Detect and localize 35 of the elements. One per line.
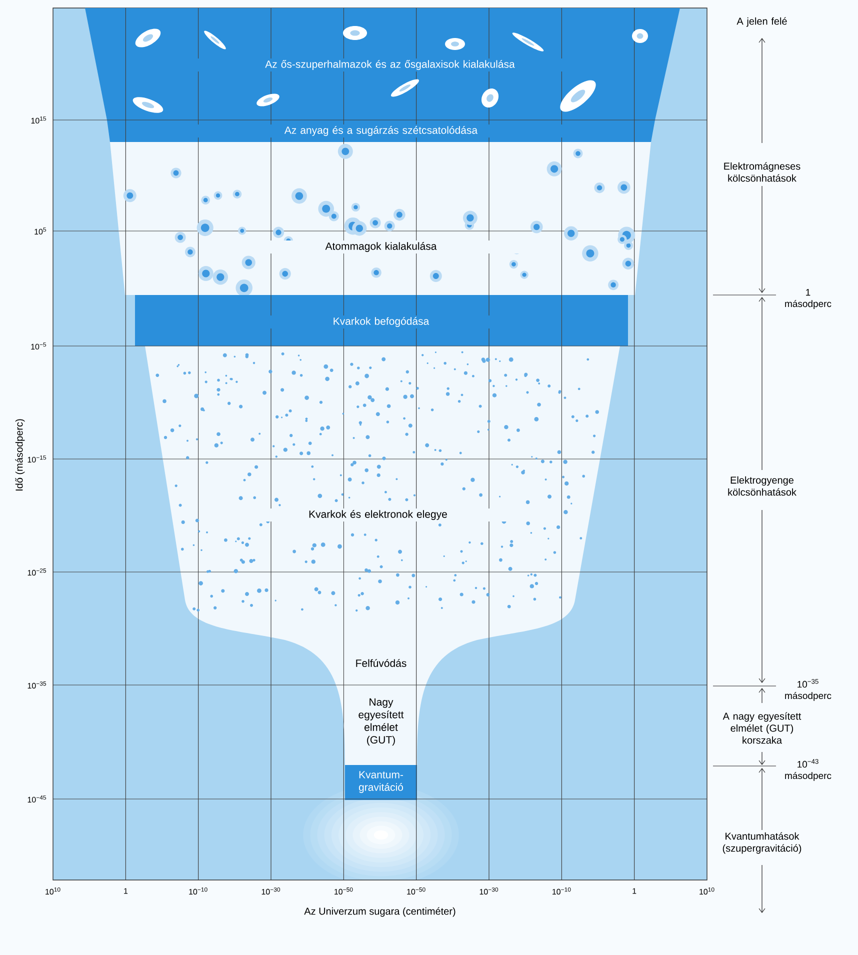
era-region: Atommagok kialakulása	[110, 142, 651, 296]
axis-tick-label: 10$^{−30}$	[480, 887, 498, 895]
axis-title: Az Univerzum sugara (centiméter)	[304, 907, 456, 917]
axis-tick-label: 10$^{−50}$	[407, 887, 426, 895]
axis-tick-label: 10$^{−45}$	[28, 796, 46, 803]
era-label: Elektrogyenge kölcsönhatások	[728, 476, 796, 496]
axis-tick-label: 1	[632, 888, 636, 894]
axis-tick-label: 10$^{15}$	[31, 116, 46, 124]
time-mark-label: 10$^{−43}$ másodperc	[785, 759, 832, 781]
axis-tick-label: 10$^{−5}$	[31, 342, 46, 350]
axis-tick-label: 1	[124, 888, 128, 894]
node-label: Az anyag és a sugárzás szétcsatolódása	[284, 126, 478, 136]
node-label: Az ős-szuperhalmazok és az ősgalaxisok kialakulása	[265, 60, 515, 70]
phase-label: Felfúvódás	[356, 659, 406, 667]
era-label: A jelen felé	[736, 17, 787, 27]
era-band: Kvarkok befogódása	[135, 295, 628, 346]
axis-tick-label: 10$^{10}$	[700, 887, 714, 895]
time-mark-label: 1 másodperc	[785, 289, 832, 309]
axis-tick-label: 10$^{5}$	[34, 228, 46, 235]
time-mark-label: 10$^{−35}$ másodperc	[785, 679, 832, 701]
axis-tick-label: 10$^{−15}$	[28, 456, 46, 463]
axis-tick-label: 10$^{−25}$	[28, 568, 46, 576]
era-label: Kvantumhatások (szupergravitáció)	[722, 832, 802, 854]
axis-tick-label: 10$^{−10}$	[189, 887, 208, 895]
era-label: Elektromágneses kölcsönhatások	[724, 162, 800, 182]
axis-tick-label: 10$^{−50}$	[334, 887, 353, 895]
era-band: Kvantum-gravitáció	[345, 765, 417, 800]
era-label: A nagy egyesített elmélet (GUT) korszaka	[722, 712, 802, 744]
axis-title: Idő (másodperc)	[15, 419, 25, 490]
phase-label: Nagy egyesített elmélet (GUT)	[358, 698, 404, 746]
era-band: Az anyag és a sugárzás szétcsatolódása	[107, 120, 655, 142]
axis-tick-label: 10$^{−10}$	[552, 887, 571, 895]
axis-tick-label: 10$^{−30}$	[262, 887, 280, 895]
axis-tick-label: 10$^{10}$	[46, 887, 60, 895]
axis-tick-label: 10$^{−35}$	[28, 681, 46, 689]
